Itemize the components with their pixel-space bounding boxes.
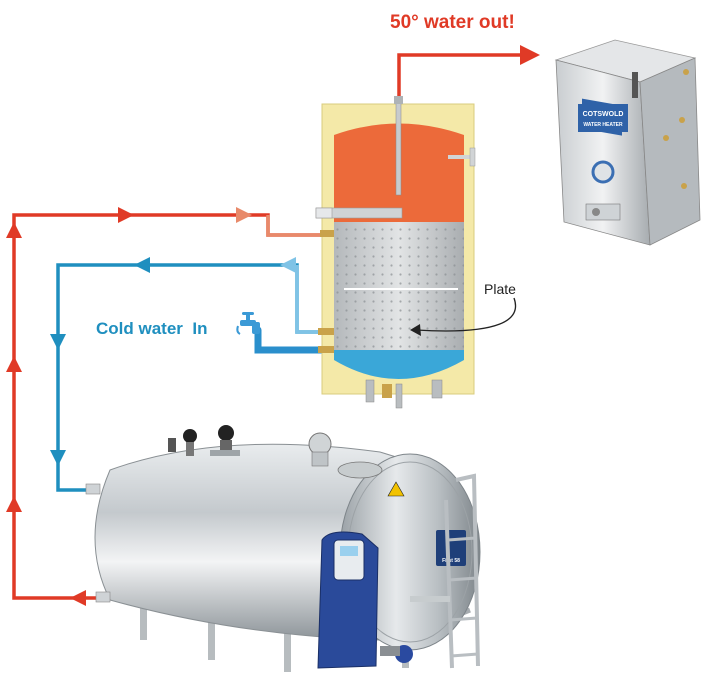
hot-water-out-pipe (399, 45, 540, 100)
flow-arrow-up (6, 222, 22, 238)
flow-arrow-left (280, 257, 296, 273)
flow-arrow-up (6, 356, 22, 372)
gauge-icon (593, 162, 613, 182)
brand-name: COTSWOLD (583, 111, 624, 118)
heat-recovery-tank (316, 96, 475, 408)
valve-icon (183, 429, 197, 443)
valve-icon (218, 425, 234, 441)
cold-water-in-label: Cold water In (96, 319, 207, 338)
svg-text:First 58: First 58 (442, 558, 460, 564)
flow-arrow-left (70, 590, 86, 606)
hot-water-out-label: 50° water out! (390, 12, 515, 33)
control-panel (586, 204, 620, 220)
flow-arrow-right (236, 207, 252, 223)
flow-arrow-down (50, 334, 66, 350)
water-heater-unit: COTSWOLD WATER HEATER (556, 40, 700, 245)
flow-arrow-right (520, 45, 540, 65)
tap-icon (237, 312, 260, 334)
plate-label: Plate (484, 281, 516, 297)
flow-arrow-up (6, 496, 22, 512)
flow-arrow-left (134, 257, 150, 273)
brand-subtitle: WATER HEATER (583, 122, 623, 128)
milk-cooling-tank: First 58 (86, 425, 480, 672)
flow-arrow-down (50, 450, 66, 466)
flow-arrow-right (118, 207, 134, 223)
